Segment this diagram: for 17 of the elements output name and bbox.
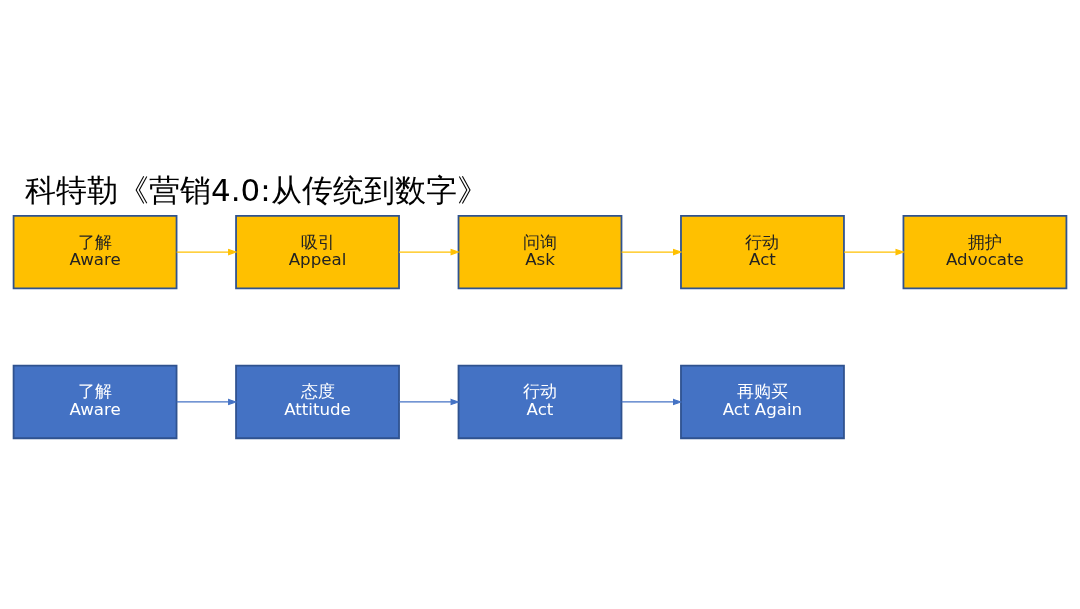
node-box: 吸引 Appeal: [235, 214, 400, 289]
node-box: 问询 Ask: [457, 214, 623, 289]
node-box: 态度 Attitude: [235, 364, 400, 439]
arrow: [176, 398, 238, 405]
arrow: [398, 398, 461, 405]
node-box: 了解 Aware: [12, 214, 178, 289]
arrow: [176, 248, 238, 255]
node-box: 了解 Aware: [12, 364, 178, 439]
node-box: 再购买 Act Again: [680, 364, 845, 439]
node-box: 行动 Act: [680, 214, 845, 289]
arrow: [843, 248, 905, 255]
arrow: [620, 248, 683, 255]
arrow: [398, 248, 461, 255]
diagram-title: 科特勒《营销4.0:从传统到数字》: [24, 171, 488, 208]
arrow: [620, 398, 683, 405]
node-box: 拥护 Advocate: [902, 214, 1068, 289]
node-box: 行动 Act: [457, 364, 623, 439]
